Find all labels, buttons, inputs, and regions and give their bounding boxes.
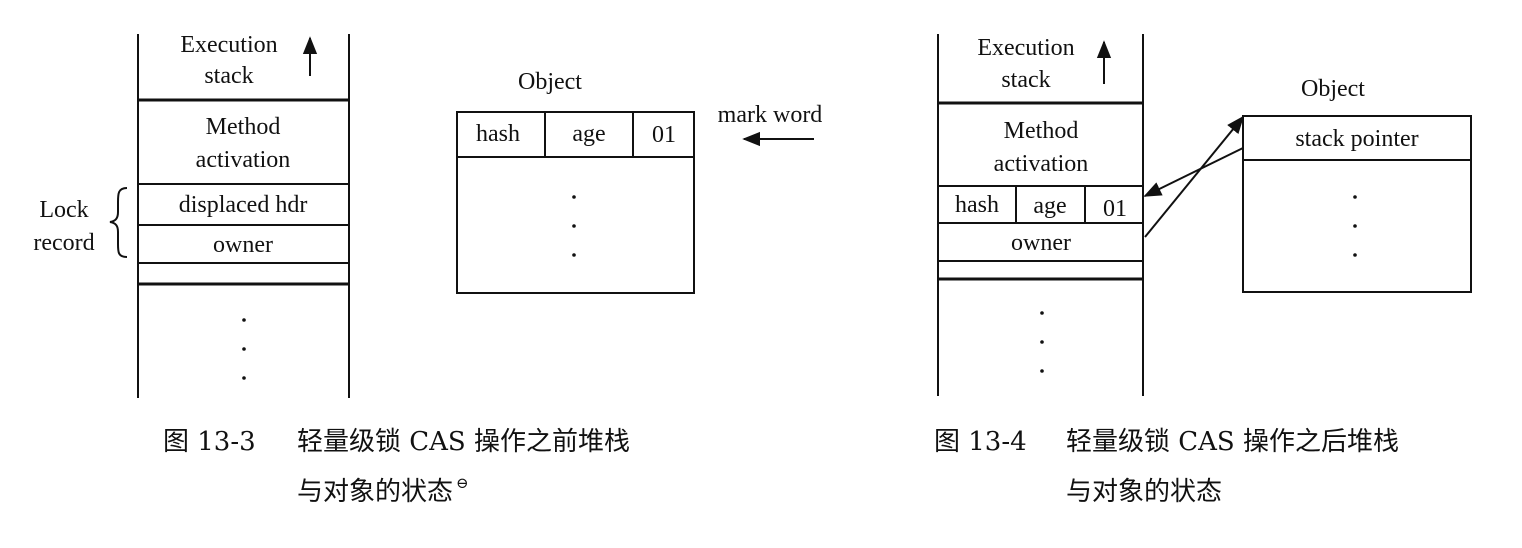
left-object-title: Object [518,69,582,95]
figure-13-3: Execution stack Method activation displa… [33,32,822,507]
right-object-ellipsis [1353,195,1357,257]
left-displaced-hdr: displaced hdr [179,192,308,218]
left-hash-field: hash [476,121,520,147]
left-method-label-2: activation [196,147,291,173]
left-object-ellipsis [572,195,576,257]
left-method-label-1: Method [206,114,281,140]
caption-13-4-number: 图 13-4 [934,427,1027,457]
caption-13-4-line2: 与对象的状态 [1066,477,1222,507]
lock-record-label-2: record [33,230,94,256]
mark-word-label: mark word [718,102,823,128]
stack-pointer-to-hdr-arrow [1143,147,1244,197]
caption-13-4: 图 13-4 轻量级锁 CAS 操作之后堆栈 与对象的状态 [934,427,1399,507]
right-stack-ellipsis [1040,311,1044,373]
left-lock-bits: 01 [652,122,676,148]
right-execution-label-1: Execution [977,35,1074,61]
right-hash-field: hash [955,192,999,218]
caption-13-3-line2: 与对象的状态 [297,477,453,507]
right-method-label-1: Method [1004,118,1079,144]
right-execution-label-2: stack [1001,67,1050,93]
lock-record-label-1: Lock [39,197,88,223]
right-age-field: age [1033,193,1066,219]
caption-13-3: 图 13-3 轻量级锁 CAS 操作之前堆栈 与对象的状态 ⊖ [163,427,630,507]
caption-13-3-line1: 轻量级锁 CAS 操作之前堆栈 [297,427,630,457]
owner-to-object-arrow [1144,115,1245,238]
lock-record-annotation: Lock record [33,187,128,258]
right-execution-stack: Execution stack Method activation hash a… [937,34,1144,396]
caption-13-3-number: 图 13-3 [163,427,256,457]
caption-13-3-footnote-mark: ⊖ [456,474,469,492]
left-execution-label-2: stack [204,63,253,89]
left-execution-stack: Execution stack Method activation displa… [137,32,350,398]
figure-13-4: Execution stack Method activation hash a… [934,34,1472,507]
left-execution-label-1: Execution [180,32,277,58]
left-object: Object hash age 01 mark word [456,69,823,294]
right-stack-pointer: stack pointer [1295,126,1418,152]
right-object: Object stack pointer [1242,76,1472,293]
right-method-label-2: activation [994,151,1089,177]
right-owner: owner [1011,230,1071,256]
right-object-title: Object [1301,76,1365,102]
caption-13-4-line1: 轻量级锁 CAS 操作之后堆栈 [1066,427,1399,457]
curly-brace [109,187,128,258]
right-object-box [1242,115,1472,293]
left-stack-ellipsis [242,318,246,380]
left-owner: owner [213,232,273,258]
left-object-box [456,111,695,294]
left-age-field: age [572,121,605,147]
right-lock-bits: 01 [1103,196,1127,222]
